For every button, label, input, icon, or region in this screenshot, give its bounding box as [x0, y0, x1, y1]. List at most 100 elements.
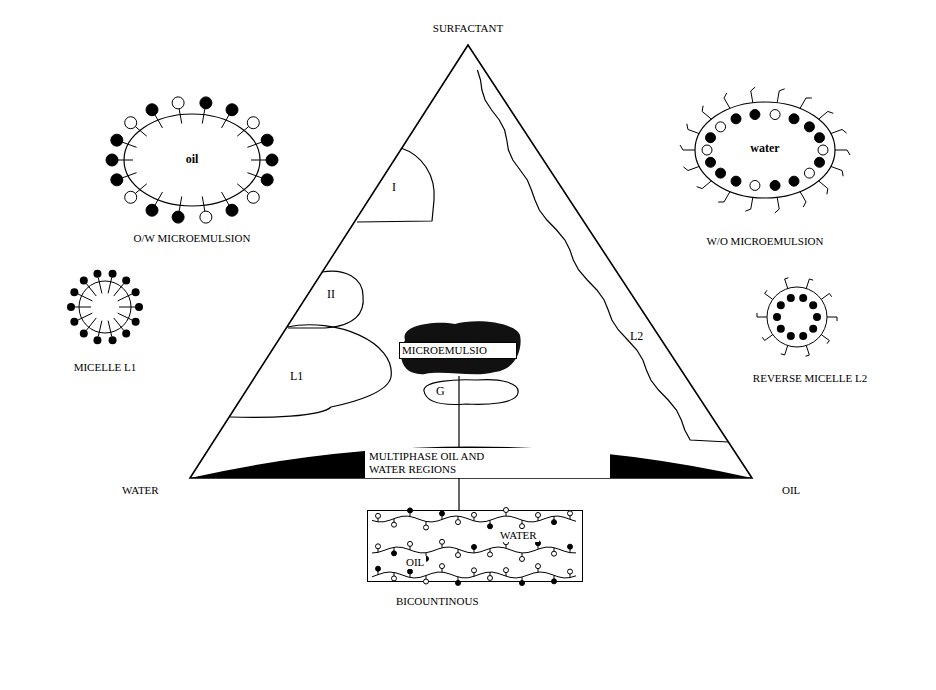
- surfactant-tail: [745, 197, 753, 211]
- surfactant-head: [376, 566, 381, 571]
- phase-triangle: SURFACTANTWATEROILIIIL1MICROEMULSIOGL2MU…: [110, 18, 830, 500]
- surfactant-tail: [202, 196, 205, 211]
- surfactant-tail: [114, 318, 124, 331]
- surfactant-head: [132, 318, 140, 326]
- surfactant-head: [109, 336, 117, 344]
- surfactant-head: [376, 513, 381, 518]
- surfactant-head: [392, 551, 397, 556]
- shape-drawing: [226, 322, 396, 422]
- surfactant-tail: [762, 335, 772, 341]
- surfactant-tail: [135, 184, 146, 194]
- surfactant-head: [247, 191, 259, 203]
- bicontinuous-box: WATEROILBICOUNTINOUS: [367, 510, 583, 582]
- surfactant-head: [247, 117, 259, 129]
- surfactant-tail: [247, 173, 261, 178]
- surfactant-head: [536, 564, 541, 569]
- surfactant-head: [536, 513, 541, 518]
- phase-label: water: [665, 142, 865, 156]
- surfactant-head: [813, 313, 821, 321]
- gel-region-outline: [424, 380, 518, 405]
- figure-caption: W/O MICROEMULSION: [665, 235, 865, 248]
- surfactant-head: [504, 508, 509, 513]
- region-label: L1: [290, 370, 303, 384]
- surfactant-tail: [806, 279, 813, 289]
- phase-label: oil: [92, 153, 292, 167]
- surfactant-tail: [135, 127, 146, 137]
- surfactant-head: [109, 270, 117, 278]
- surfactant-head: [777, 301, 785, 309]
- surfactant-tail: [86, 284, 96, 297]
- shape-drawing: [416, 377, 522, 407]
- region-label: II: [327, 288, 335, 302]
- surfactant-head: [520, 581, 525, 586]
- surfactant-head: [172, 97, 184, 109]
- surfactant-head: [456, 520, 461, 525]
- region-label: MICROEMULSIO: [399, 342, 517, 359]
- surfactant-tail: [827, 317, 837, 321]
- surfactant-tail: [800, 192, 806, 207]
- surfactant-head: [777, 325, 785, 333]
- surfactant-tail: [179, 109, 182, 124]
- surfactant-head: [111, 174, 123, 186]
- surfactant-tail: [683, 166, 699, 170]
- surfactant-tail: [718, 192, 730, 202]
- surfactant-tail: [835, 150, 850, 155]
- surfactant-tail: [831, 129, 847, 133]
- surfactant-head: [809, 325, 817, 333]
- vertex-label: OIL: [782, 484, 800, 497]
- surfactant-head: [408, 508, 413, 513]
- surfactant-head: [702, 145, 712, 155]
- surfactant-tail: [831, 166, 843, 176]
- phase-region: L2: [455, 60, 745, 450]
- surfactant-head: [804, 122, 814, 132]
- phase-region-outline: [230, 325, 391, 418]
- surfactant-head: [789, 114, 799, 124]
- surfactant-tail: [155, 192, 163, 205]
- surfactant-tail: [777, 89, 785, 103]
- figure-caption: MICELLE L1: [50, 361, 160, 374]
- surfactant-head: [132, 288, 140, 296]
- surfactant-tail: [122, 173, 136, 178]
- surfactant-tail: [86, 318, 96, 331]
- surfactant-head: [731, 114, 741, 124]
- surfactant-tail: [222, 192, 230, 205]
- surfactant-head: [70, 288, 78, 296]
- surfactant-head: [552, 551, 557, 556]
- surfactant-tail: [222, 115, 230, 128]
- surfactant-head: [226, 104, 238, 116]
- phase-region-outline: [357, 148, 434, 222]
- surfactant-tail: [114, 284, 124, 297]
- surfactant-head: [731, 176, 741, 186]
- figure-caption: BICOUNTINOUS: [396, 595, 479, 608]
- region-label: G: [436, 385, 445, 399]
- shape-drawing: [110, 18, 830, 500]
- surfactant-tail: [821, 293, 831, 299]
- surfactant-head: [488, 524, 493, 529]
- surfactant-tail: [702, 106, 711, 119]
- surfactant-head: [146, 204, 158, 216]
- surfactant-tail: [697, 181, 712, 189]
- surfactant-tail: [155, 115, 163, 128]
- surfactant-head: [472, 512, 477, 517]
- shape-drawing: [352, 145, 440, 227]
- surfactant-tail: [806, 346, 810, 357]
- figure-caption: REVERSE MICELLE L2: [730, 372, 890, 385]
- surfactant-head: [815, 133, 825, 143]
- surfactant-head: [568, 544, 573, 549]
- shape-drawing: [50, 265, 160, 353]
- phase-triangle-outline: [190, 45, 752, 478]
- surfactant-head: [200, 211, 212, 223]
- phase-region: II: [285, 268, 370, 334]
- phase-region-outline: [477, 70, 728, 442]
- surfactant-head: [815, 157, 825, 167]
- surfactant-head: [799, 332, 807, 340]
- vertex-label: WATER: [122, 484, 159, 497]
- surfactant-tail: [781, 346, 788, 356]
- surfactant-tail: [98, 321, 102, 337]
- phase-label: OIL: [404, 556, 426, 569]
- surfactant-tail: [819, 111, 834, 119]
- surfactant-tail: [237, 184, 248, 194]
- surfactant-head: [67, 303, 75, 311]
- surfactant-head: [770, 110, 780, 120]
- surfactant-head: [80, 276, 88, 284]
